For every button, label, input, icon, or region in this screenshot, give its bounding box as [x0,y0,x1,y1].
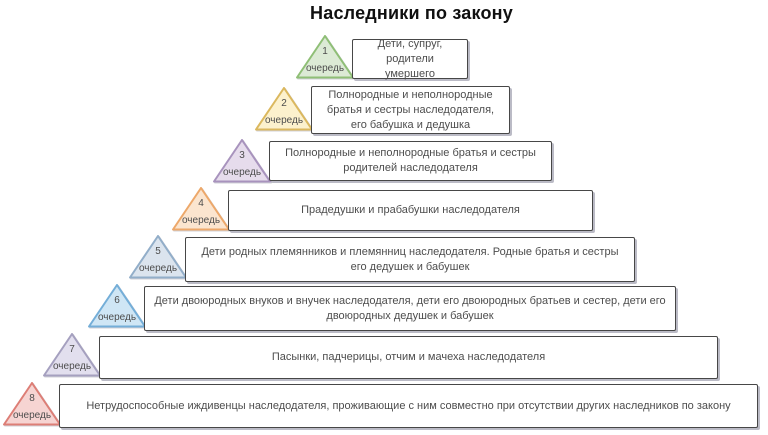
diagram-title: Наследники по закону [310,3,513,23]
triangle-icon [213,139,271,183]
level-box-1: Дети, супруг, родители умершего [352,37,468,80]
triangle-shape [129,235,187,279]
level-text: Прадедушки и прабабушки наследодателя [301,204,520,216]
triangle-icon [129,235,187,279]
queue-triangle-3: 3 очередь [211,137,273,184]
level-text: Дети двоюродных внуков и внучек наследод… [154,294,666,322]
level-box-6: Дети двоюродных внуков и внучек наследод… [144,286,676,331]
triangle-shape [88,284,146,328]
triangle-shape [172,187,230,231]
level-text: Пасынки, падчерицы, отчим и мачеха насле… [271,351,546,363]
level-box-5: Дети родных племянников и племянниц насл… [185,237,635,282]
level-box-7: Пасынки, падчерицы, отчим и мачеха насле… [99,336,718,379]
triangle-icon [88,284,146,328]
triangle-shape [296,35,354,79]
level-box-8: Нетрудоспособные иждивенцы наследодателя… [59,384,758,428]
level-box-2: Полнородные и неполнородные братья и сес… [311,86,510,134]
triangle-shape [3,382,61,426]
queue-triangle-5: 5 очередь [127,233,189,280]
level-text: Нетрудоспособные иждивенцы наследодателя… [86,399,731,412]
queue-triangle-7: 7 очередь [41,331,103,378]
level-box-4: Прадедушки и прабабушки наследодателя [228,190,593,231]
triangle-icon [296,35,354,79]
queue-triangle-4: 4 очередь [170,185,232,232]
triangle-icon [43,333,101,377]
level-box-3: Полнородные и неполнородные братья и сес… [269,141,552,181]
triangle-icon [255,87,313,131]
queue-triangle-8: 8 очередь [1,380,63,427]
triangle-icon [172,187,230,231]
triangle-shape [255,87,313,131]
level-text: Дети родных племянников и племянниц насл… [201,245,619,273]
level-text: Полнородные и неполнородные братья и сес… [285,147,536,174]
queue-triangle-2: 2 очередь [253,85,315,132]
queue-triangle-1: 1 очередь [294,33,356,80]
queue-triangle-6: 6 очередь [86,282,148,329]
triangle-icon [3,382,61,426]
level-text: Дети, супруг, родители умершего [377,37,443,80]
level-text: Полнородные и неполнородные братья и сес… [326,88,495,131]
triangle-shape [213,139,271,183]
triangle-shape [43,333,101,377]
